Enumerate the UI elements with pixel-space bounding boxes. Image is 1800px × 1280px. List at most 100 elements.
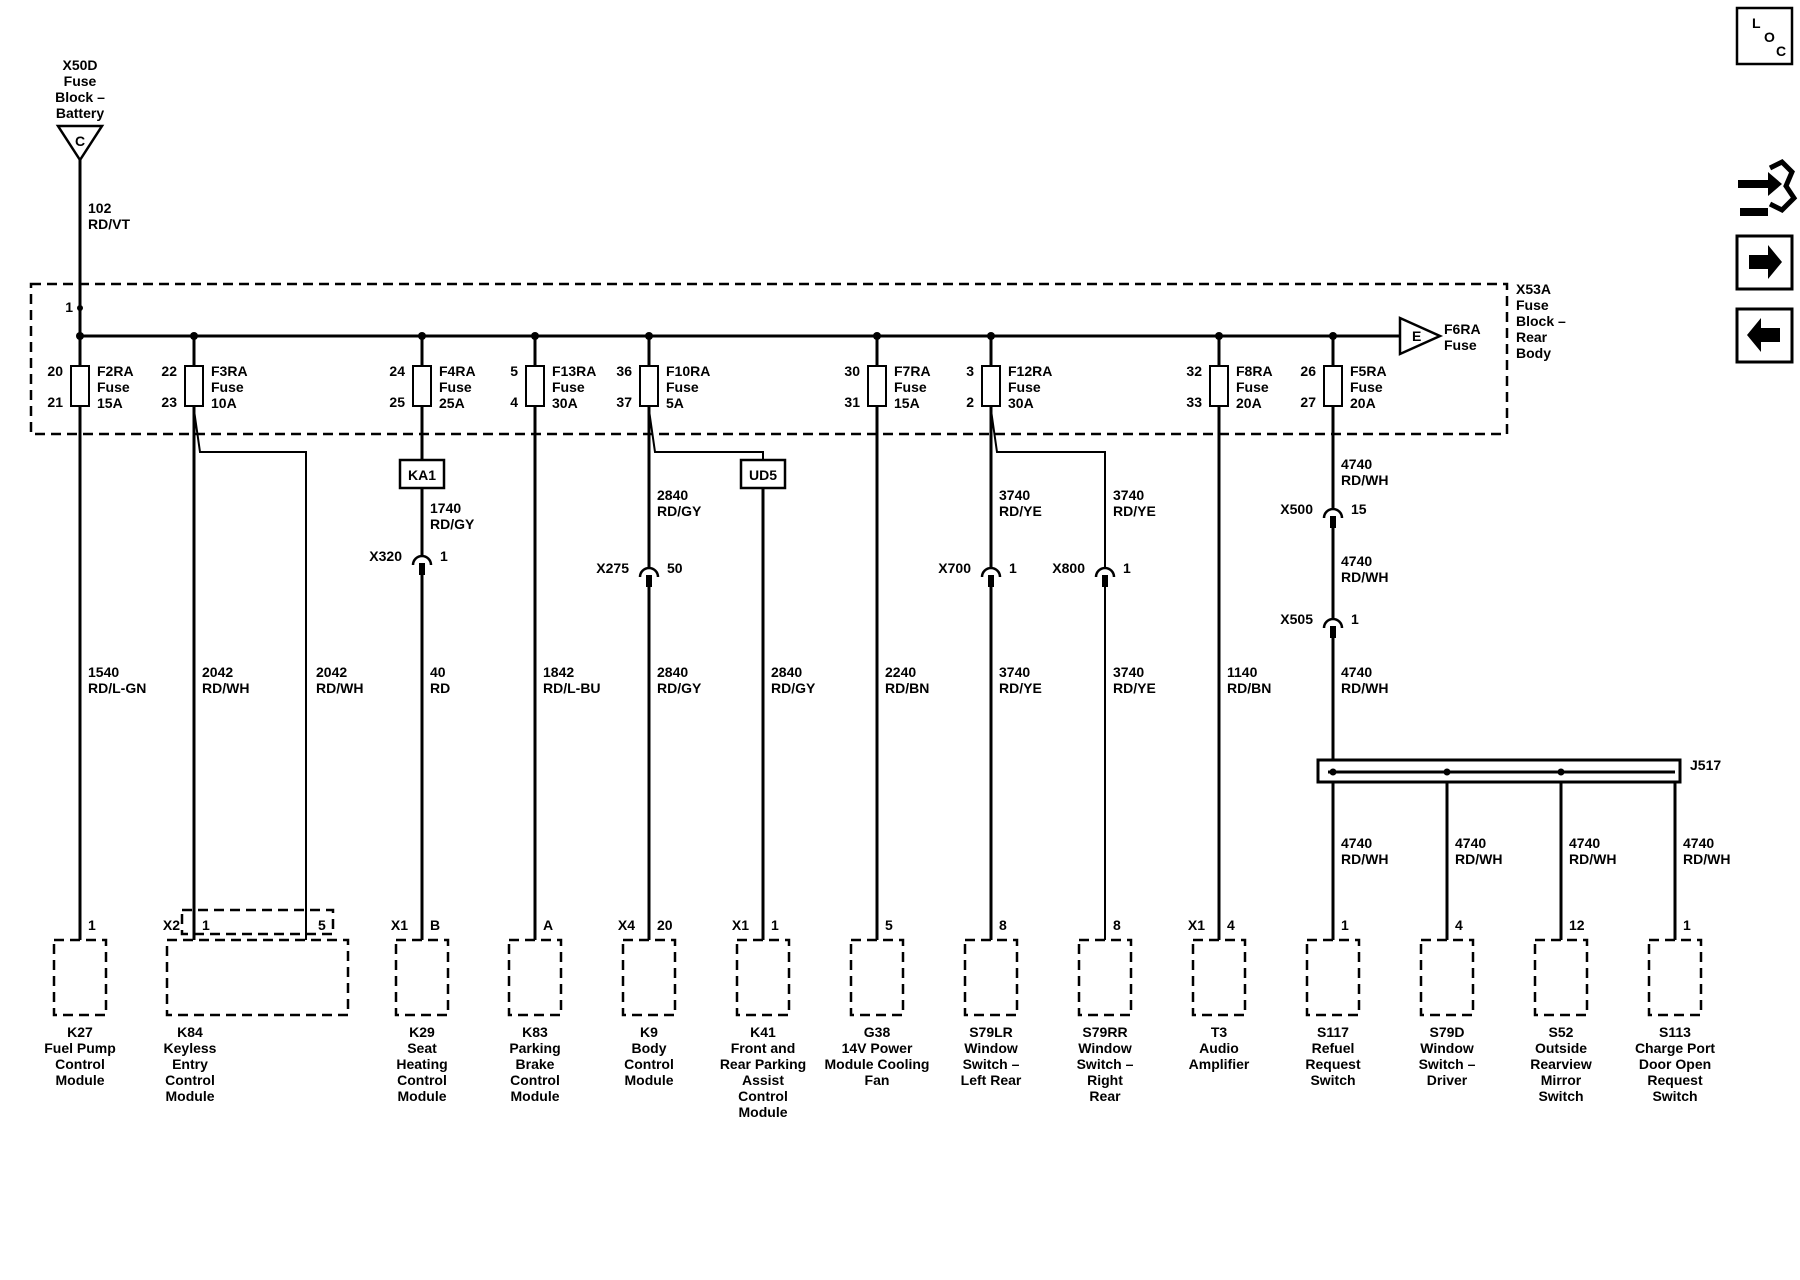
connector-pin [646, 575, 652, 587]
wire-label-color: RD/WH [1455, 851, 1502, 867]
connector-pin [1102, 575, 1108, 587]
wire-label-circuit: 3740 [1113, 664, 1144, 680]
component-label-2: Audio [1199, 1040, 1239, 1056]
loc-button-frame[interactable] [1735, 6, 1794, 66]
bus-node [987, 332, 995, 340]
component-box [849, 938, 905, 1017]
component-label-3: Amplifier [1189, 1056, 1250, 1072]
connector-pin [419, 563, 425, 575]
wire-label-color: RD/WH [1341, 472, 1388, 488]
component-box [165, 938, 350, 1017]
component-pin: 5 [885, 917, 893, 933]
component-label-2: Keyless [164, 1040, 217, 1056]
component-pin: 8 [1113, 917, 1121, 933]
component-pin: B [430, 917, 440, 933]
splice-label: J517 [1690, 757, 1721, 773]
connector-pin-number: 1 [1123, 560, 1131, 576]
bus-node [873, 332, 881, 340]
component-label-2: Window [1420, 1040, 1474, 1056]
fuse-label-2: Fuse [1008, 379, 1041, 395]
prev-page-frame[interactable] [1735, 307, 1794, 364]
wire-label-color: RD/GY [657, 503, 702, 519]
connector-pin-number: 1 [1009, 560, 1017, 576]
connector-exchange-icon[interactable] [1735, 155, 1798, 219]
fuse-pin-out: 33 [1186, 394, 1202, 410]
bus-node [190, 332, 198, 340]
relay-ud5: UD5 [739, 458, 787, 490]
feed-circuit: 102 [88, 200, 112, 216]
component-label-4: Assist [742, 1072, 784, 1088]
component-label-3: Control [55, 1056, 105, 1072]
component-label-2: Window [1078, 1040, 1132, 1056]
wire-label-color: RD/L-GN [88, 680, 146, 696]
component-label-3: Brake [516, 1056, 555, 1072]
component-label-1: S79RR [1082, 1024, 1127, 1040]
next-page-button[interactable] [1735, 234, 1794, 291]
fuse-pin-in: 32 [1186, 363, 1202, 379]
feed-pin: 1 [65, 299, 73, 315]
component-box [394, 938, 450, 1017]
component-pin: 1 [88, 917, 96, 933]
fuse-label-2: Fuse [97, 379, 130, 395]
fuse-body [184, 365, 204, 407]
feed-pin-dot [77, 305, 83, 311]
component-pin: A [543, 917, 553, 933]
fuse-pin-out: 23 [161, 394, 177, 410]
fuse-label-2: Fuse [552, 379, 585, 395]
loc-button[interactable]: L O C [1735, 6, 1794, 66]
component-label-1: K9 [640, 1024, 658, 1040]
wire-label-color: RD/YE [1113, 680, 1156, 696]
fuse-body [1209, 365, 1229, 407]
nav-panel: L O C [1735, 6, 1798, 364]
component-connector: X1 [732, 917, 749, 933]
connector-pin [1330, 516, 1336, 528]
bus-node [418, 332, 426, 340]
loc-letter-o: O [1764, 29, 1775, 45]
connector-pin-number: 15 [1351, 501, 1367, 517]
component-pin: 4 [1227, 917, 1235, 933]
component-label-2: Parking [509, 1040, 560, 1056]
connector-arc [411, 554, 433, 566]
component-pin: 8 [999, 917, 1007, 933]
fuse-label-3: 15A [97, 395, 123, 411]
component-label-3: Request [1305, 1056, 1361, 1072]
wire-label-circuit: 4740 [1683, 835, 1714, 851]
wire-label-circuit: 2042 [202, 664, 233, 680]
wire-label-color: RD/YE [999, 680, 1042, 696]
component-box [1419, 938, 1475, 1017]
wire-label-group: 1540 RD/L-GN 2042 RD/WH 2042 RD/WH 1740 … [88, 456, 1730, 867]
connector-name: X505 [1280, 611, 1313, 627]
wire-label-circuit: 2840 [657, 664, 688, 680]
prev-page-button[interactable] [1735, 307, 1794, 364]
fuse-block-label-3: Block – [1516, 313, 1566, 329]
component-label-2: 14V Power [842, 1040, 913, 1056]
source-label-1: X50D [62, 57, 97, 73]
component-label-2: Outside [1535, 1040, 1587, 1056]
splice-j517: J517 [1316, 757, 1721, 784]
component-box [52, 938, 108, 1017]
continuation-arrow-icon [1398, 316, 1444, 356]
component-label-5: Switch [1538, 1088, 1583, 1104]
exchange-arrow-icon [1738, 172, 1782, 196]
wire-label-circuit: 4740 [1455, 835, 1486, 851]
component-label-4: Mirror [1541, 1072, 1582, 1088]
component-label-1: K84 [177, 1024, 203, 1040]
component-label-6: Module [739, 1104, 788, 1120]
component-label-4: Request [1647, 1072, 1703, 1088]
wire-label-circuit: 1540 [88, 664, 119, 680]
connector-name: X275 [596, 560, 629, 576]
component-connector: X2 [163, 917, 180, 933]
fuse-label-3: 5A [666, 395, 684, 411]
component-label-3: Module Cooling [825, 1056, 930, 1072]
component-pin: 12 [1569, 917, 1585, 933]
